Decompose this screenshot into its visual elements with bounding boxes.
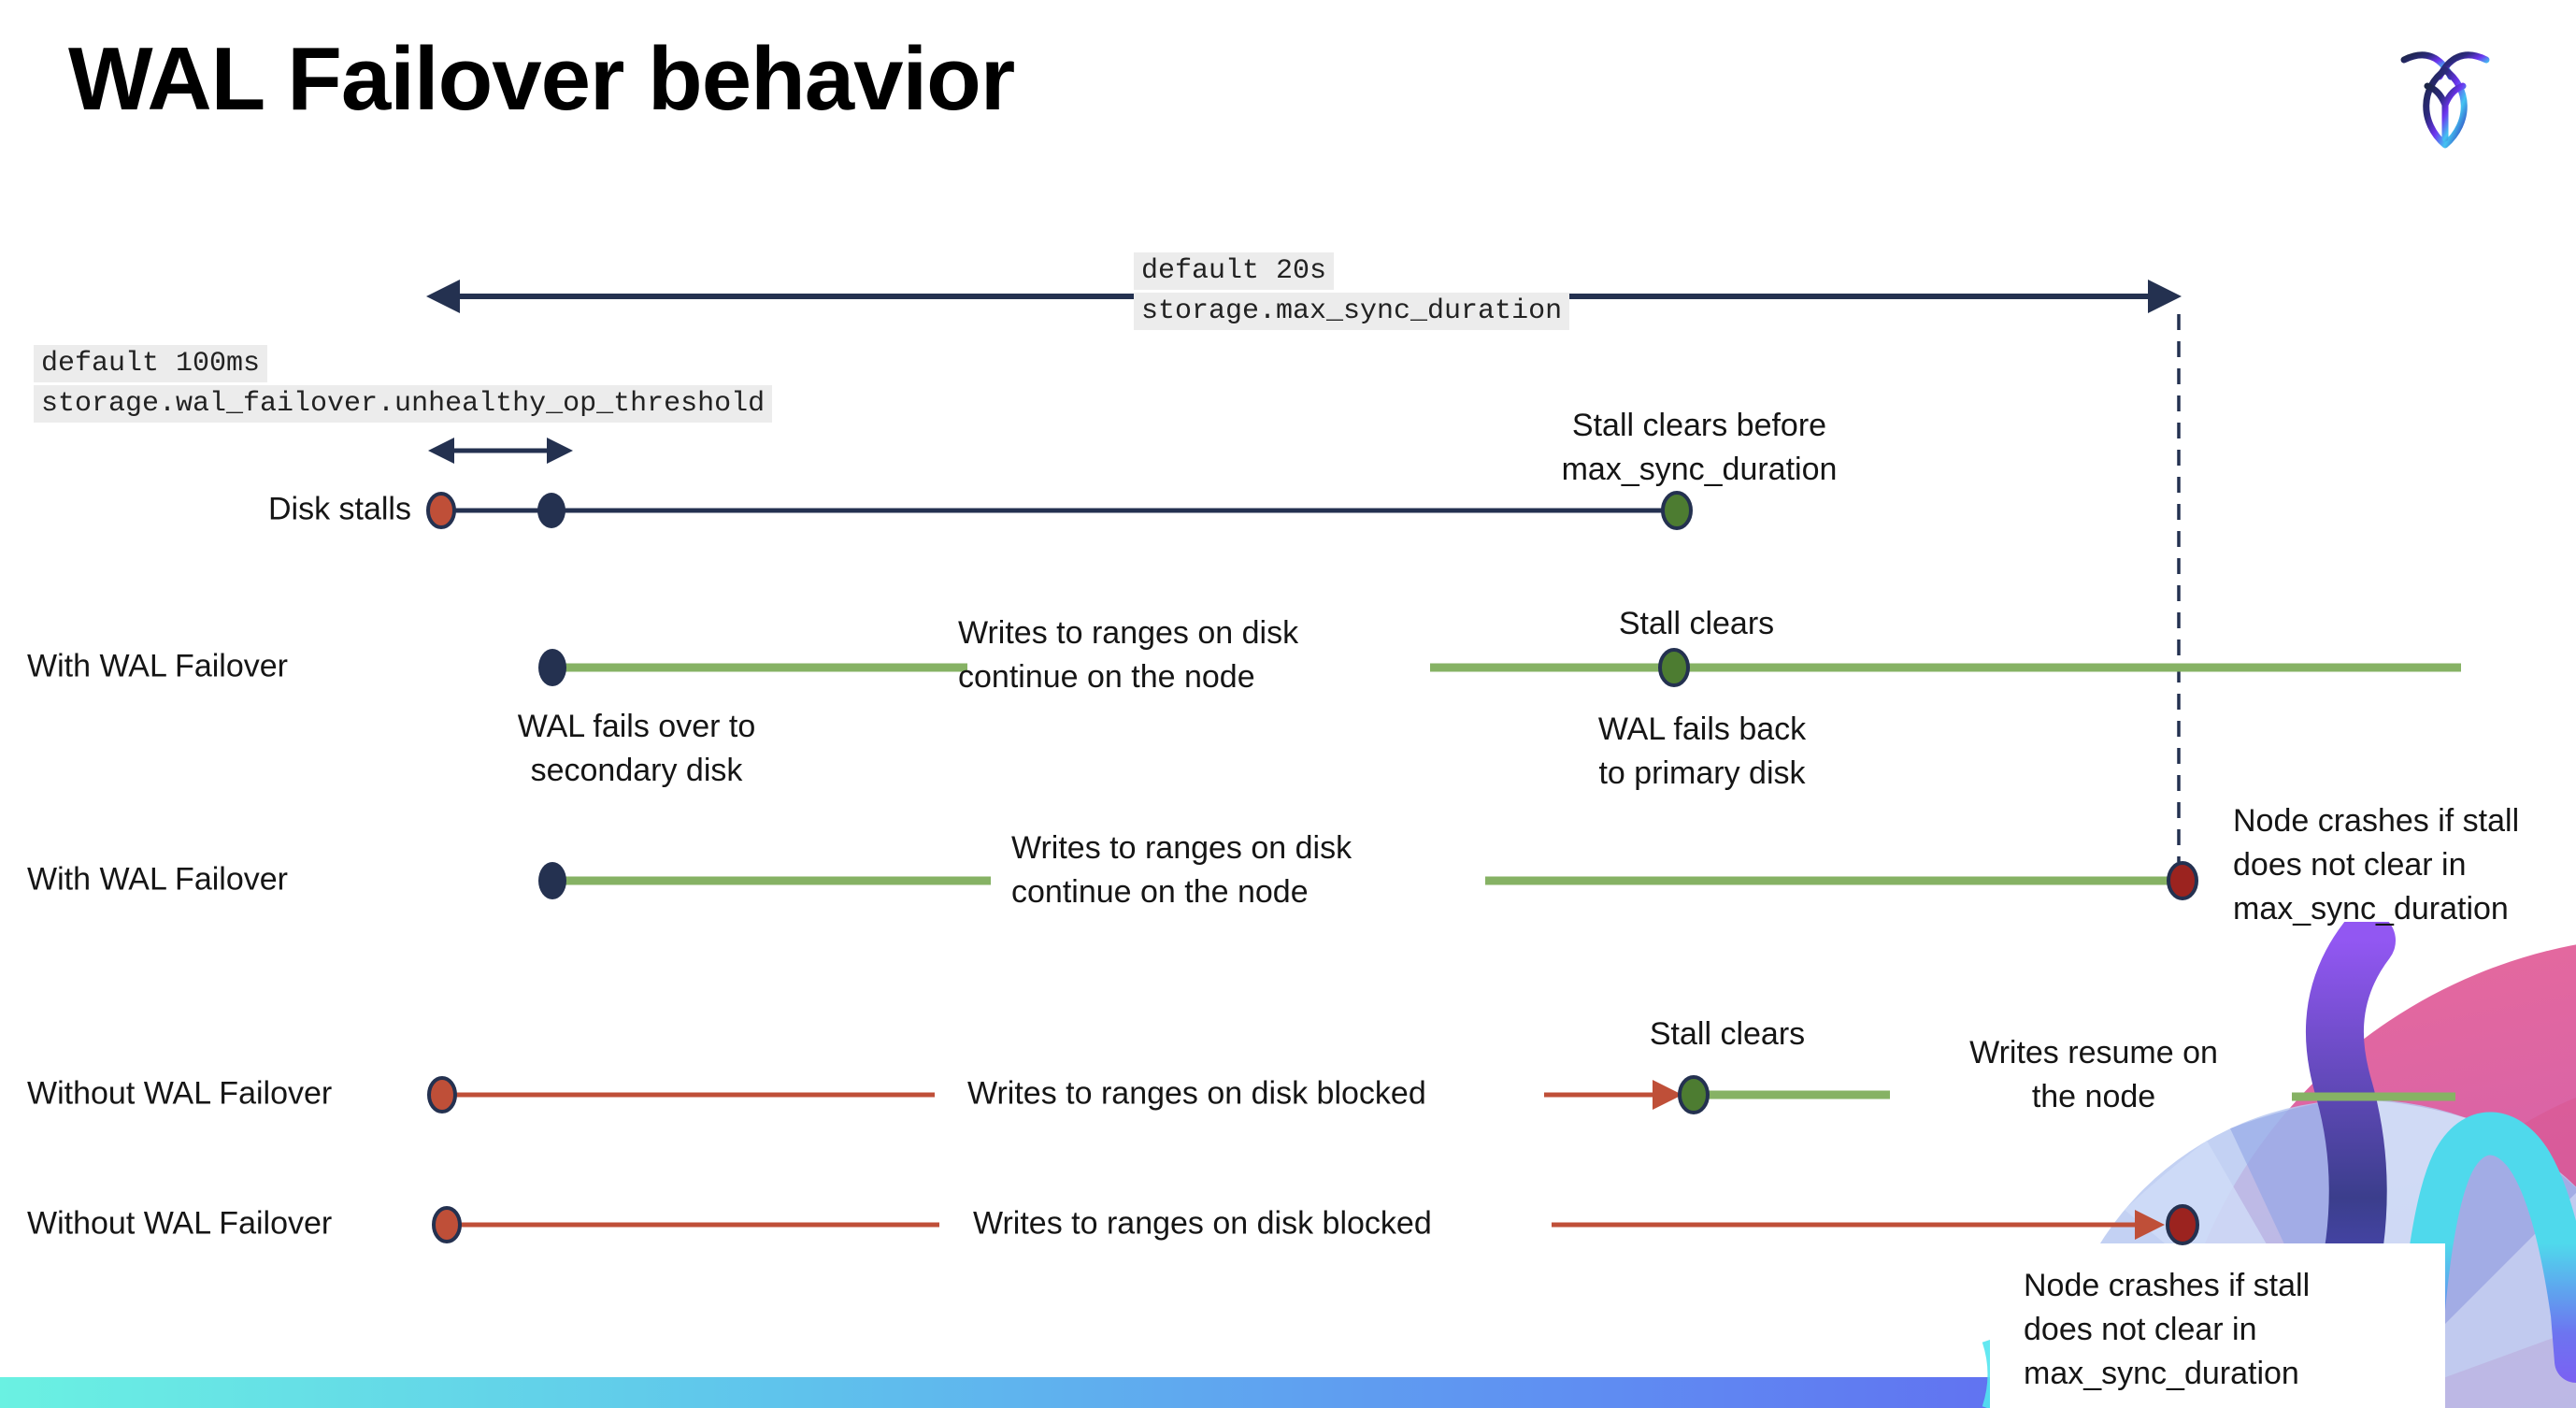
annotation-writes-continue-row2: Writes to ranges on disk continue on the… xyxy=(958,615,1299,695)
row-label-with-wal-failover-2: With WAL Failover xyxy=(27,861,288,898)
stall-clears-dot-row1 xyxy=(1661,491,1693,530)
annotation-writes-continue-row3: Writes to ranges on disk continue on the… xyxy=(1011,830,1352,910)
annotation-wal-fails-over: WAL fails over to secondary disk xyxy=(517,709,756,788)
crash-dot-row3 xyxy=(2167,861,2198,900)
row-label-disk-stalls: Disk stalls xyxy=(267,491,411,527)
unhealthy-op-threshold-label: default 100ms storage.wal_failover.unhea… xyxy=(34,345,773,425)
row-label-with-wal-failover-1: With WAL Failover xyxy=(27,648,288,684)
annotation-writes-resume: Writes resume on the node xyxy=(1969,1035,2218,1114)
stall-start-dot-row4 xyxy=(427,1076,457,1113)
max-sync-duration-label: default 20s storage.max_sync_duration xyxy=(1134,252,1570,333)
page-title: WAL Failover behavior xyxy=(68,29,1015,129)
unhealthy-op-threshold-arrow xyxy=(428,438,573,464)
max-sync-setting-name: storage.max_sync_duration xyxy=(1134,293,1570,330)
failover-dot-row3 xyxy=(538,862,566,899)
annotation-writes-blocked-row4: Writes to ranges on disk blocked xyxy=(967,1075,1426,1112)
row-label-without-wal-failover-1: Without WAL Failover xyxy=(27,1075,333,1112)
stall-start-dot xyxy=(426,492,456,529)
annotation-node-crashes-row5: Node crashes if stall does not clear in … xyxy=(2024,1268,2311,1391)
blocked-arrowhead-row5 xyxy=(2135,1210,2165,1240)
annotation-stall-clears-before: Stall clears before max_sync_duration xyxy=(1561,408,1838,487)
row-label-without-wal-failover-2: Without WAL Failover xyxy=(27,1205,333,1242)
annotation-wal-fails-back: WAL fails back to primary disk xyxy=(1597,711,1807,791)
annotation-node-crashes-row3: Node crashes if stall does not clear in … xyxy=(2233,803,2520,927)
blocked-arrowhead-row4 xyxy=(1653,1080,1682,1110)
unhealthy-setting-name: storage.wal_failover.unhealthy_op_thresh… xyxy=(34,385,773,423)
node-crash-callout-box xyxy=(1990,1243,2445,1408)
max-sync-default-value: default 20s xyxy=(1134,252,1335,290)
annotation-writes-blocked-row5: Writes to ranges on disk blocked xyxy=(973,1205,1432,1242)
crash-dot-row5 xyxy=(2166,1204,2199,1245)
stall-clears-dot-row2 xyxy=(1658,648,1690,687)
unhealthy-default-value: default 100ms xyxy=(34,345,268,382)
annotation-stall-clears-row4: Stall clears xyxy=(1649,1016,1806,1052)
cockroachdb-logo-icon xyxy=(2400,51,2490,149)
stall-clears-dot-row4 xyxy=(1678,1075,1710,1114)
stall-start-dot-row5 xyxy=(432,1206,462,1243)
body-stem xyxy=(2424,82,2467,142)
failover-dot-row2 xyxy=(538,649,566,686)
threshold-dot xyxy=(537,493,565,528)
annotation-stall-clears-row2: Stall clears xyxy=(1618,606,1775,641)
